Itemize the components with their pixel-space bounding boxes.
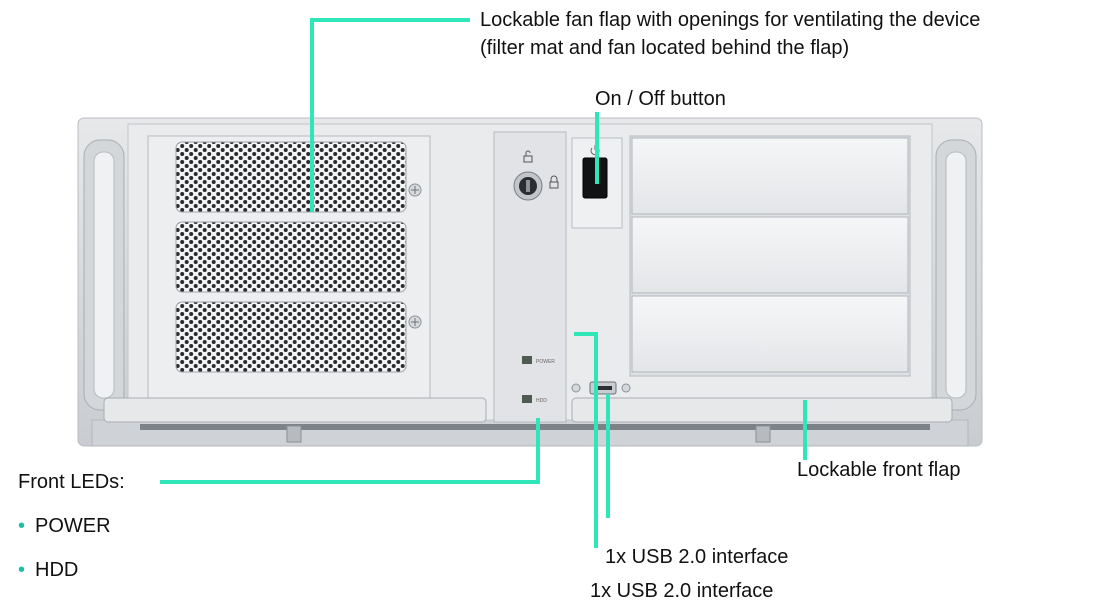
- right-handle[interactable]: [935, 139, 977, 411]
- front-flap[interactable]: [571, 397, 953, 423]
- power-led-text: POWER: [536, 359, 555, 365]
- fan-flap-label-line1: Lockable fan flap with openings for vent…: [480, 9, 981, 31]
- led-item-label: HDD: [35, 559, 79, 581]
- fan-flap[interactable]: [147, 135, 431, 415]
- left-handle[interactable]: [83, 139, 125, 411]
- drive-bay-3[interactable]: [631, 295, 909, 373]
- fan-flap-leader: [310, 18, 470, 212]
- hdd-led: HDD: [522, 395, 547, 404]
- power-led: POWER: [522, 356, 555, 365]
- center-panel: POWER HDD: [493, 131, 567, 423]
- led-item-hdd: • HDD: [18, 556, 78, 584]
- usb-label-2: 1x USB 2.0 interface: [590, 580, 774, 602]
- screw-icon: [408, 183, 422, 197]
- on-off-label: On / Off button: [595, 88, 726, 110]
- lock-icon: [549, 175, 559, 189]
- hdd-led-text: HDD: [536, 398, 547, 404]
- usb-port-icon[interactable]: [589, 381, 617, 395]
- power-switch-panel: [571, 137, 623, 229]
- key-lock-icon[interactable]: [513, 171, 543, 201]
- front-flap-label: Lockable front flap: [797, 459, 961, 481]
- leds-leader: [160, 418, 540, 484]
- drive-bays: [629, 135, 911, 377]
- front-leds-label: Front LEDs:: [18, 471, 125, 493]
- leader-lines: [160, 18, 807, 548]
- fan-flap-label-line2: (filter mat and fan located behind the f…: [480, 37, 850, 59]
- bullet-icon: •: [18, 559, 26, 581]
- bullet-icon: •: [18, 515, 26, 537]
- screw-icon: [408, 315, 422, 329]
- drive-bay-1[interactable]: [631, 137, 909, 215]
- unlock-icon: [523, 150, 533, 163]
- left-lower-rail: [103, 397, 487, 423]
- led-item-power: • POWER: [18, 512, 111, 540]
- drive-bay-2[interactable]: [631, 216, 909, 294]
- led-item-label: POWER: [35, 515, 111, 537]
- chassis-bottom-rail: [91, 419, 969, 447]
- usb-label-1: 1x USB 2.0 interface: [605, 546, 789, 568]
- usb-leader-1: [574, 332, 598, 548]
